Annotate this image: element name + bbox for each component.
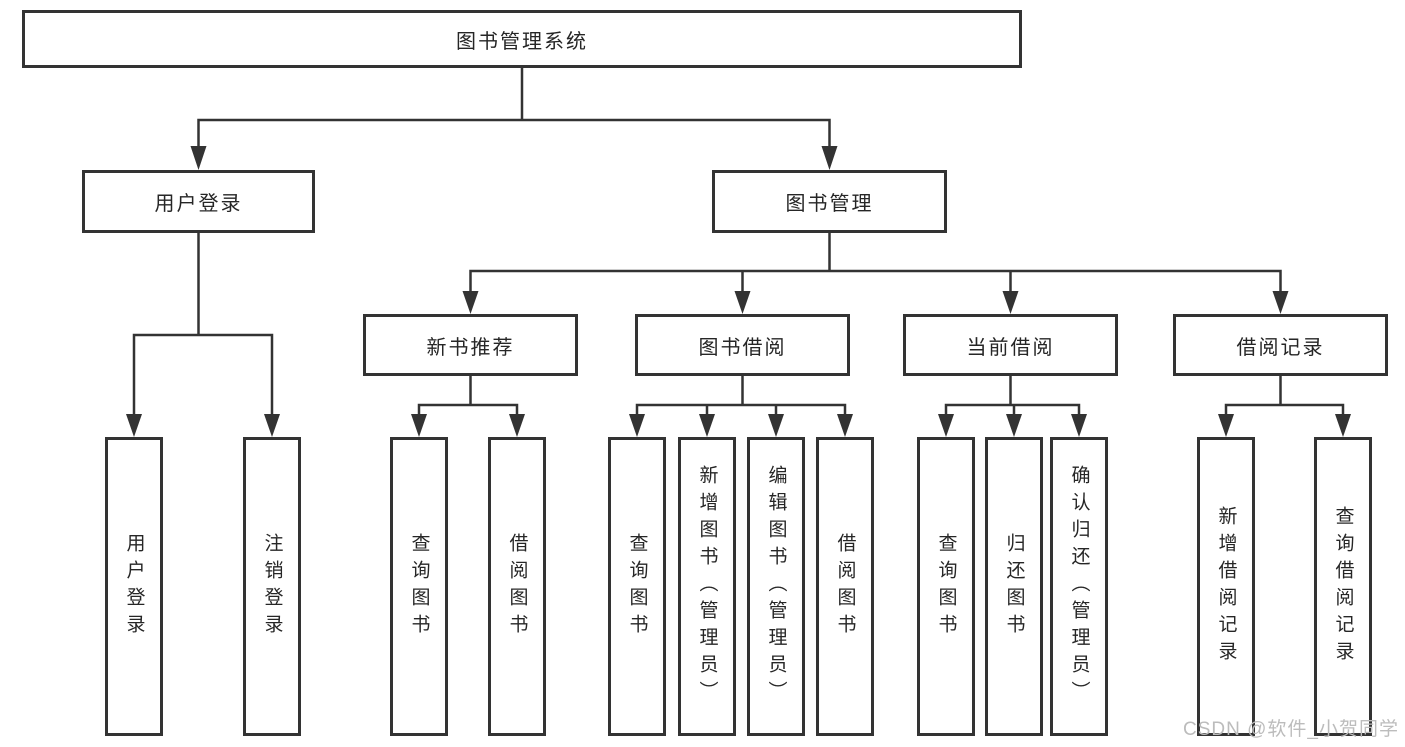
node-library-management-system: 图书管理系统 xyxy=(22,10,1022,68)
leaf-edit-books-admin-label: 编辑图书（管理员） xyxy=(765,465,787,708)
leaf-return-books: 归还图书 xyxy=(985,437,1043,736)
leaf-confirm-return-admin: 确认归还（管理员） xyxy=(1050,437,1108,736)
leaf-query-books-recommend-label: 查询图书 xyxy=(408,532,430,641)
node-user-login: 用户登录 xyxy=(82,170,315,233)
node-book-management: 图书管理 xyxy=(712,170,947,233)
leaf-return-books-label: 归还图书 xyxy=(1003,532,1025,641)
leaf-borrow-books: 借阅图书 xyxy=(816,437,874,736)
node-borrow-records: 借阅记录 xyxy=(1173,314,1388,376)
leaf-borrow-books-recommend-label: 借阅图书 xyxy=(506,532,528,641)
leaf-query-books-borrow: 查询图书 xyxy=(608,437,666,736)
leaf-query-books-current-label: 查询图书 xyxy=(935,532,957,641)
leaf-add-borrow-record-label: 新增借阅记录 xyxy=(1215,505,1237,668)
leaf-borrow-books-recommend: 借阅图书 xyxy=(488,437,546,736)
leaf-user-login: 用户登录 xyxy=(105,437,163,736)
leaf-add-books-admin: 新增图书（管理员） xyxy=(678,437,736,736)
leaf-add-borrow-record: 新增借阅记录 xyxy=(1197,437,1255,736)
leaf-add-books-admin-label: 新增图书（管理员） xyxy=(696,465,718,708)
leaf-logout-label: 注销登录 xyxy=(261,532,283,641)
leaf-logout: 注销登录 xyxy=(243,437,301,736)
node-current-borrow: 当前借阅 xyxy=(903,314,1118,376)
node-book-borrow: 图书借阅 xyxy=(635,314,850,376)
leaf-confirm-return-admin-label: 确认归还（管理员） xyxy=(1068,465,1090,708)
arrowheads xyxy=(126,146,1351,437)
leaf-query-borrow-record-label: 查询借阅记录 xyxy=(1332,505,1354,668)
leaf-user-login-label: 用户登录 xyxy=(123,532,145,641)
leaf-query-books-recommend: 查询图书 xyxy=(390,437,448,736)
connector-paths xyxy=(132,68,1345,416)
leaf-query-books-borrow-label: 查询图书 xyxy=(626,532,648,641)
csdn-watermark: CSDN @软件_小贺同学 xyxy=(1183,719,1399,740)
leaf-query-borrow-record: 查询借阅记录 xyxy=(1314,437,1372,736)
leaf-query-books-current: 查询图书 xyxy=(917,437,975,736)
leaf-borrow-books-label: 借阅图书 xyxy=(834,532,856,641)
node-new-book-recommend: 新书推荐 xyxy=(363,314,578,376)
leaf-edit-books-admin: 编辑图书（管理员） xyxy=(747,437,805,736)
